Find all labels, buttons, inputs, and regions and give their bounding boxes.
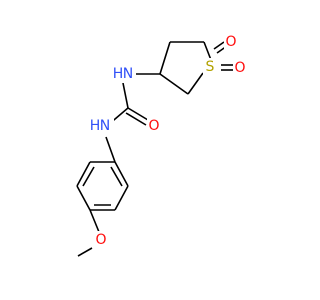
atom-s-label: S [206,59,215,75]
molecule-structure: H N H N O S O [76,33,247,257]
atom-o-s1-label: O [225,34,236,50]
atom-n1-bg [112,65,136,83]
atom-o-urea-label: O [148,118,159,134]
atom-o-s2: O [233,59,247,77]
atom-o-ether-bg [94,231,108,249]
bond-s-c2 [187,72,204,95]
atom-o-s1-bg [224,33,238,51]
atom-o-s1: O [224,33,238,51]
atom-layer: H N H N O S O [90,33,247,249]
bond-ar4-oether [89,209,100,233]
atom-n2-h-label: H [90,118,101,134]
atom-n2: H N [90,118,114,136]
atom-n2-label: N [100,118,110,134]
atom-o-ether: O [94,231,108,249]
bond-cu-o-2 [125,112,147,126]
atom-o-urea: O [147,117,161,135]
bond-s-o-up-2 [213,41,225,50]
atom-n1-label: N [123,66,133,82]
bond-c3-c4 [159,41,171,75]
atom-n1: H N [112,65,136,83]
atom-o-s2-label: O [234,60,245,76]
atom-s-bg [203,58,217,76]
bond-ar6-ar1 [114,161,129,187]
atom-s: S [203,58,217,76]
bond-cu-o [127,107,149,121]
atom-o-ether-label: O [95,232,106,248]
bond-ar3-ar4 [76,185,91,211]
atom-o-urea-bg [147,117,161,135]
molecule-canvas: H N H N O S O [76,33,247,257]
atom-n1-h-label: H [113,66,124,82]
bond-c5-s [203,41,212,61]
bond-ar6-ar1-inner [110,166,123,187]
bond-oether-me [77,247,93,257]
atom-n2-bg [90,118,114,136]
bond-n2-c1ar [105,136,116,163]
bond-ar5-ar6 [114,185,129,211]
bond-ar2-ar3 [76,161,91,187]
bond-n1-cu [122,82,129,109]
bond-ar2-ar3-inner [82,166,95,187]
atom-o-s2-bg [233,59,247,77]
bond-c2-c3 [159,73,189,95]
